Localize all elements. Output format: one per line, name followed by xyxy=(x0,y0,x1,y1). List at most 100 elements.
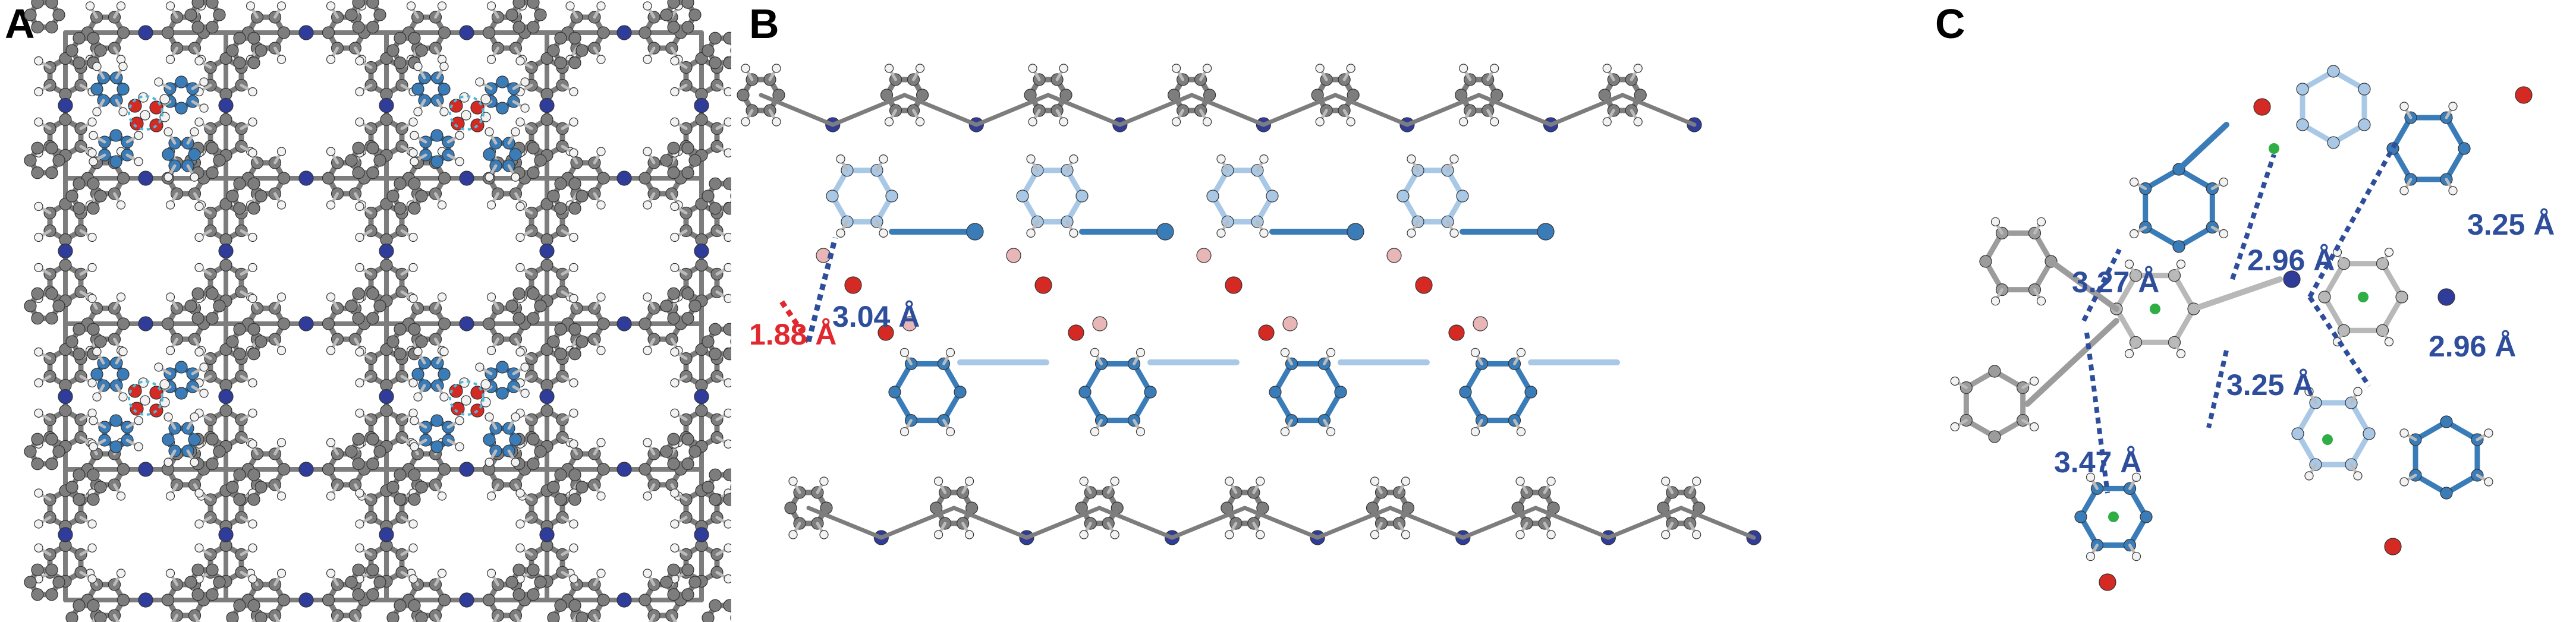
atom xyxy=(165,491,175,501)
atom xyxy=(575,335,589,348)
atom xyxy=(233,468,246,481)
atom xyxy=(34,263,43,272)
bond xyxy=(2172,273,2197,312)
atom xyxy=(438,463,451,476)
atom xyxy=(90,368,103,381)
atom xyxy=(191,312,205,325)
atom xyxy=(140,110,150,121)
atom xyxy=(483,148,496,161)
atom xyxy=(1347,223,1364,241)
atom xyxy=(206,432,219,446)
atom xyxy=(836,154,845,164)
bond xyxy=(2172,306,2197,345)
atom xyxy=(352,287,365,300)
atom xyxy=(439,107,449,116)
atom xyxy=(1256,530,1265,539)
atom xyxy=(31,457,44,471)
atom xyxy=(90,83,103,96)
atom xyxy=(87,31,100,45)
atom xyxy=(509,433,522,446)
atom xyxy=(512,21,526,34)
atom xyxy=(681,0,694,9)
bond xyxy=(1461,506,1538,540)
atom xyxy=(520,389,530,398)
atom xyxy=(681,287,694,300)
atom xyxy=(505,8,518,21)
atom xyxy=(438,317,451,330)
atom xyxy=(219,404,232,418)
atom xyxy=(694,389,709,405)
bond xyxy=(571,614,578,622)
atom xyxy=(596,147,606,156)
atom xyxy=(248,574,257,584)
atom xyxy=(520,77,530,87)
atom xyxy=(1401,530,1411,539)
atom xyxy=(248,543,257,553)
atom xyxy=(89,131,98,140)
atom xyxy=(213,8,226,21)
atom xyxy=(34,347,43,357)
atom xyxy=(373,576,386,589)
atom xyxy=(94,335,107,348)
atom xyxy=(688,8,702,21)
atom xyxy=(527,457,540,471)
atom xyxy=(486,346,496,355)
atom xyxy=(643,438,652,447)
atom xyxy=(709,323,722,336)
atom xyxy=(2283,270,2301,288)
atom xyxy=(352,432,365,446)
atom xyxy=(165,346,175,355)
interaction-model xyxy=(1950,65,2533,591)
atom xyxy=(408,202,421,215)
atom xyxy=(527,432,540,446)
atom xyxy=(539,527,555,542)
atom xyxy=(902,316,917,331)
atom xyxy=(451,116,465,131)
atom xyxy=(527,588,540,601)
atom xyxy=(233,348,246,361)
bond xyxy=(2380,261,2405,300)
atom xyxy=(934,476,943,486)
atom xyxy=(547,611,560,622)
atom xyxy=(1028,64,1037,73)
atom xyxy=(1259,228,1269,238)
atom xyxy=(681,21,694,34)
atom xyxy=(527,312,540,325)
contact-line-6 xyxy=(2084,332,2110,494)
atom xyxy=(1401,476,1411,486)
distance-label-3: 3.25 Å xyxy=(2467,208,2555,241)
atom xyxy=(355,117,364,127)
atom xyxy=(1490,117,1499,127)
atom xyxy=(326,200,336,210)
atom xyxy=(1216,154,1226,164)
atom xyxy=(345,8,358,21)
atom xyxy=(554,599,567,612)
atom xyxy=(117,26,130,39)
atom xyxy=(934,530,943,539)
framework-network xyxy=(24,0,731,622)
atom xyxy=(247,31,260,45)
distance-label-1: 3.27 Å xyxy=(2072,266,2159,299)
atom xyxy=(1346,117,1355,127)
atom xyxy=(34,117,43,127)
atom xyxy=(233,56,246,70)
atom xyxy=(482,593,496,607)
atom xyxy=(568,348,581,361)
atom xyxy=(219,113,232,126)
atom xyxy=(2384,538,2402,555)
atom xyxy=(569,543,578,553)
atom xyxy=(512,312,526,325)
atom xyxy=(31,166,44,179)
atom xyxy=(154,362,163,372)
atom xyxy=(694,527,709,542)
atom xyxy=(459,592,474,608)
atom xyxy=(539,243,555,259)
atom xyxy=(175,102,188,115)
atom xyxy=(206,563,219,576)
atom xyxy=(2358,118,2371,131)
atom xyxy=(1090,427,1100,437)
atom xyxy=(277,172,291,185)
bond xyxy=(1261,93,1338,127)
bond xyxy=(1620,93,1697,127)
atom xyxy=(485,412,494,422)
